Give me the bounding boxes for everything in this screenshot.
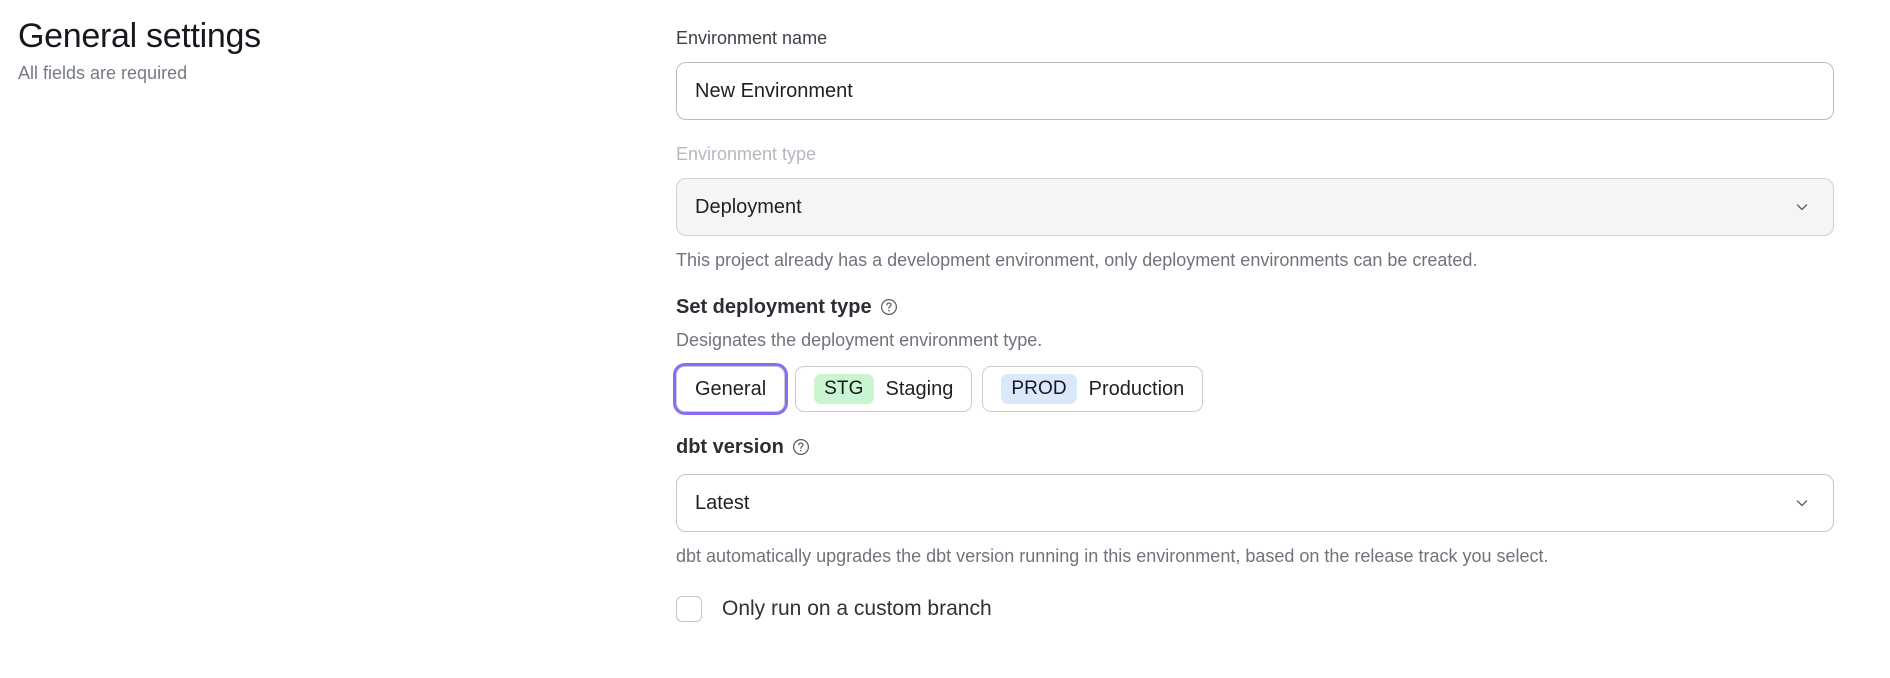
deployment-type-option-staging[interactable]: STG Staging: [795, 366, 973, 412]
question-circle-icon[interactable]: [880, 298, 898, 316]
custom-branch-label[interactable]: Only run on a custom branch: [722, 597, 992, 620]
dbt-version-select-wrap: Latest: [676, 474, 1834, 532]
staging-badge: STG: [814, 374, 874, 404]
environment-type-select[interactable]: Deployment: [676, 178, 1834, 236]
deployment-type-title-row: Set deployment type: [676, 294, 1834, 320]
deployment-type-group: Set deployment type Designates the deplo…: [676, 294, 1834, 412]
deployment-type-option-production-label: Production: [1088, 378, 1185, 400]
deployment-type-description: Designates the deployment environment ty…: [676, 330, 1043, 350]
page-subtitle: All fields are required: [18, 63, 188, 83]
environment-name-input[interactable]: [676, 62, 1834, 120]
production-badge: PROD: [1001, 374, 1077, 404]
environment-type-helper-text: This project already has a development e…: [676, 250, 1478, 270]
page-title: General settings: [18, 17, 261, 55]
deployment-type-option-production[interactable]: PROD Production: [982, 366, 1204, 412]
dbt-version-title-row: dbt version: [676, 434, 1834, 460]
dbt-version-select[interactable]: Latest: [676, 474, 1834, 532]
environment-type-select-wrap: Deployment: [676, 178, 1834, 236]
deployment-type-option-general[interactable]: General: [676, 366, 786, 412]
environment-type-field-group: Environment type Deployment This project…: [676, 142, 1834, 272]
dbt-version-group: dbt version Latest: [676, 434, 1834, 568]
dbt-version-title: dbt version: [676, 436, 784, 458]
deployment-type-options: General STG Staging PROD Production: [676, 366, 1834, 412]
deployment-type-option-staging-label: Staging: [885, 378, 954, 400]
environment-type-selected-value: Deployment: [695, 195, 802, 218]
settings-intro-column: General settings All fields are required: [0, 0, 676, 86]
dbt-version-selected-value: Latest: [695, 491, 750, 514]
custom-branch-checkbox[interactable]: [676, 596, 702, 622]
custom-branch-row: Only run on a custom branch: [676, 596, 1834, 622]
environment-name-label: Environment name: [676, 28, 828, 48]
environment-type-label: Environment type: [676, 144, 817, 164]
deployment-type-option-general-label: General: [695, 378, 767, 400]
question-circle-icon[interactable]: [792, 438, 810, 456]
dbt-version-helper-text: dbt automatically upgrades the dbt versi…: [676, 546, 1549, 566]
deployment-type-title: Set deployment type: [676, 296, 872, 318]
environment-name-field-group: Environment name: [676, 26, 1834, 120]
settings-form-column: Environment name Environment type Deploy…: [676, 0, 1866, 622]
